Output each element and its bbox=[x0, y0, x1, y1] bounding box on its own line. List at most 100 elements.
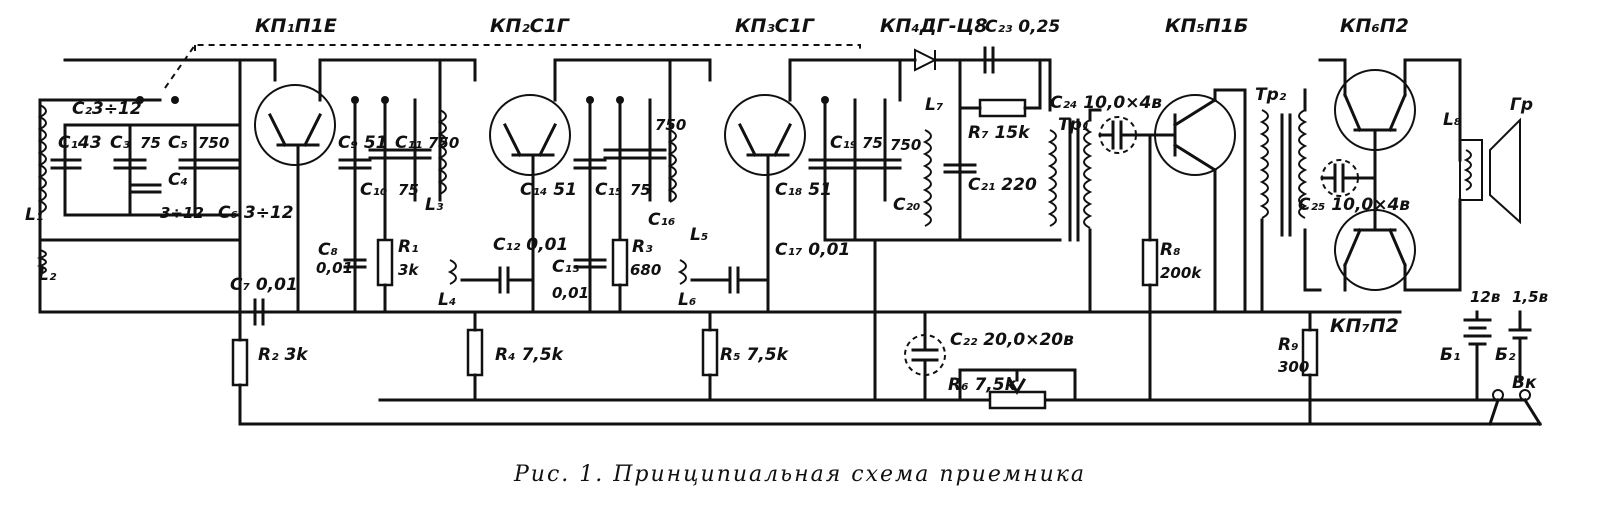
label-r9: R₉ bbox=[1278, 335, 1299, 355]
label-r2: R₂ 3k bbox=[258, 345, 309, 365]
label-c2: C₂3÷12 bbox=[72, 99, 142, 119]
label-c6: C₆ 3÷12 bbox=[218, 203, 294, 223]
transformer-tr2 bbox=[1259, 88, 1377, 426]
label-12v: 12в bbox=[1470, 288, 1500, 306]
transformer-tr1 bbox=[1068, 108, 1162, 314]
value-r9: 300 bbox=[1278, 358, 1309, 376]
label-r6: R₆ 7,5k bbox=[948, 375, 1018, 395]
resistor-r5 bbox=[701, 328, 719, 377]
label-c10: C₁₀ bbox=[360, 180, 388, 200]
value-r3: 680 bbox=[630, 261, 661, 279]
label-c4: C₄ bbox=[168, 170, 188, 190]
label-c17: C₁₇ 0,01 bbox=[775, 240, 850, 260]
label-c21: C₂₁ 220 bbox=[968, 175, 1037, 195]
label-l3: L₃ bbox=[425, 195, 444, 215]
label-r1: R₁ bbox=[398, 237, 419, 257]
speaker-icon bbox=[1489, 117, 1521, 225]
transistor-kp3 bbox=[724, 94, 806, 176]
diode-kp4 bbox=[914, 48, 938, 72]
resistor-r3 bbox=[611, 238, 629, 287]
value-c5: 750 bbox=[198, 134, 229, 152]
header-kp2: КП₂С1Г bbox=[490, 15, 570, 37]
component-labels: КП₁П1Е КП₂С1Г КП₃С1Г КП₄ДГ-Ц8 КП₅П1Б КП₆… bbox=[25, 15, 1548, 395]
label-c15: C₁₅ bbox=[595, 180, 622, 200]
label-r4: R₄ 7,5k bbox=[495, 345, 565, 365]
header-kp5: КП₅П1Б bbox=[1165, 15, 1248, 37]
label-r7: R₇ 15k bbox=[968, 123, 1031, 143]
label-c11: C₁₁ bbox=[395, 133, 422, 153]
label-c18: C₁₈ 51 bbox=[775, 180, 832, 200]
stage-1 bbox=[238, 58, 447, 314]
label-b2: Б₂ bbox=[1495, 345, 1516, 365]
value-c16: 750 bbox=[655, 116, 686, 134]
output-stage bbox=[1318, 58, 1521, 292]
value-c11: 750 bbox=[428, 134, 459, 152]
value-c13: 0,01 bbox=[552, 284, 589, 302]
label-c12: C₁₂ 0,01 bbox=[493, 235, 568, 255]
label-c22: C₂₂ 20,0×20в bbox=[950, 330, 1074, 350]
label-c9: C₉ 51 bbox=[338, 133, 388, 153]
transistor-kp1 bbox=[254, 84, 336, 166]
header-kp6: КП₆П2 bbox=[1340, 15, 1409, 37]
label-l4: L₄ bbox=[438, 290, 456, 310]
label-l5: L₅ bbox=[690, 225, 708, 245]
resistor-r4 bbox=[466, 328, 484, 377]
label-gr: Гр bbox=[1510, 95, 1533, 115]
label-tr2: Tр₂ bbox=[1255, 85, 1287, 105]
header-kp1: КП₁П1Е bbox=[255, 15, 337, 37]
label-b1: Б₁ bbox=[1440, 345, 1460, 365]
label-r3: R₃ bbox=[632, 237, 653, 257]
gang-link-dashed bbox=[164, 44, 861, 89]
label-r8: R₈ bbox=[1160, 240, 1181, 260]
label-c19: C₁₉ bbox=[830, 133, 857, 153]
bias-network bbox=[231, 298, 302, 426]
label-l8: L₈ bbox=[1443, 110, 1461, 130]
label-l7: L₇ bbox=[925, 95, 944, 115]
label-c14: C₁₄ 51 bbox=[520, 180, 577, 200]
label-c7: C₇ 0,01 bbox=[230, 275, 298, 295]
label-c25: C₂₅ 10,0×4в bbox=[1298, 195, 1410, 215]
header-kp4: КП₄ДГ-Ц8 bbox=[880, 15, 988, 37]
value-r1: 3k bbox=[398, 261, 419, 279]
stage-2 bbox=[438, 58, 677, 402]
stage-3 bbox=[668, 58, 902, 402]
value-c8: 0,01 bbox=[316, 259, 353, 277]
resistor-r8 bbox=[1141, 238, 1159, 287]
header-kp3: КП₃С1Г bbox=[735, 15, 815, 37]
value-c10: 75 bbox=[398, 181, 419, 199]
value-c4: 3÷12 bbox=[160, 204, 204, 222]
label-l2: L₂ bbox=[38, 265, 57, 285]
value-r8: 200k bbox=[1160, 264, 1202, 282]
label-1-5v: 1,5в bbox=[1512, 288, 1548, 306]
resistor-r2 bbox=[231, 338, 249, 387]
figure-caption: Рис. 1. Принципиальная схема приемника bbox=[513, 462, 1086, 487]
label-c13: C₁₃ bbox=[552, 257, 580, 277]
label-c23: C₂₃ 0,25 bbox=[985, 17, 1060, 37]
value-c20: 750 bbox=[890, 136, 921, 154]
label-tr1: Tр₁ bbox=[1058, 115, 1089, 135]
label-c16: C₁₆ bbox=[648, 210, 675, 230]
label-c5: C₅ bbox=[168, 133, 188, 153]
value-c3: 75 bbox=[140, 134, 161, 152]
detector-stage bbox=[898, 46, 1062, 242]
label-c24: C₂₄ 10,0×4в bbox=[1050, 93, 1162, 113]
label-c20: C₂₀ bbox=[893, 195, 921, 215]
value-c15: 75 bbox=[630, 181, 651, 199]
label-r5: R₅ 7,5k bbox=[720, 345, 790, 365]
transistor-kp5 bbox=[1154, 94, 1236, 176]
label-c8: C₈ bbox=[318, 240, 338, 260]
input-circuit bbox=[36, 58, 242, 314]
label-c3: C₃ bbox=[110, 133, 130, 153]
label-c1: C₁43 bbox=[58, 133, 102, 153]
transistor-kp2 bbox=[489, 94, 571, 176]
resistor-r1 bbox=[376, 238, 394, 287]
value-c19: 75 bbox=[862, 134, 883, 152]
stage-5 bbox=[1141, 88, 1247, 402]
label-l6: L₆ bbox=[678, 290, 696, 310]
header-kp7: КП₇П2 bbox=[1330, 315, 1399, 337]
label-l1: L₁ bbox=[25, 205, 43, 225]
label-vk: Вк bbox=[1512, 373, 1537, 393]
power-supply bbox=[904, 310, 1543, 427]
resistor-r7 bbox=[978, 98, 1027, 118]
